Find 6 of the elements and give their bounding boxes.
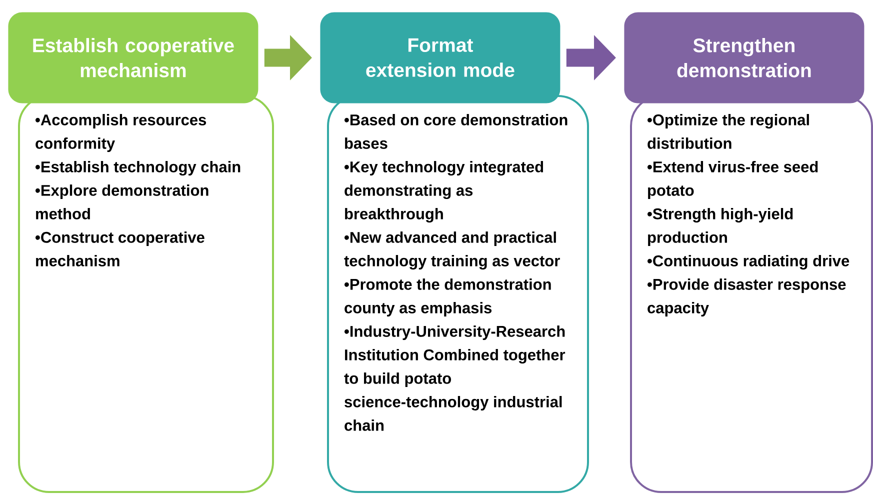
bullet-list-box: •Optimize the regional distribution •Extend virus-free seed potato •Strength high-yield production •Continuous radiating drive •Provide disaster response capacity	[630, 95, 873, 493]
step-header-box: Establish cooperative mechanism	[8, 12, 258, 104]
bullet-list-box: •Based on core demonstration bases •Key technology integrated demonstrating as breakthrough •New advanced and practical technology training as vector •Promote the demonstration county as emphasis •Industry-University-Research Institution Combined together to build potato science-technology industrial chain	[327, 95, 589, 493]
step-header-box: Strengthen demonstration	[624, 12, 864, 104]
bullet-list-box: •Accomplish resources conformity •Establish technology chain •Explore demonstration method •Construct cooperative mechanism	[18, 95, 274, 493]
step-header-box: Format extension mode	[320, 12, 560, 104]
